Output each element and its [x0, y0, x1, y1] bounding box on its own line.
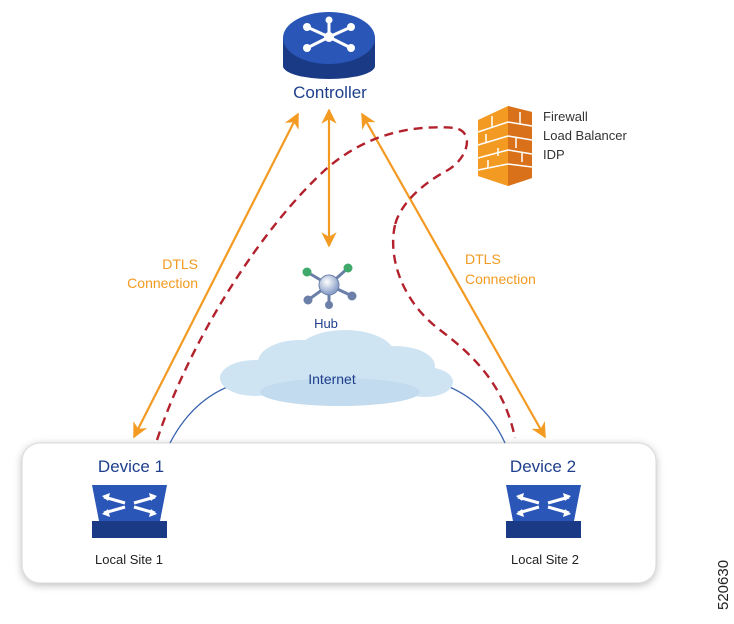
idp-label: IDP [543, 147, 565, 162]
load-balancer-label: Load Balancer [543, 128, 628, 143]
hub-label: Hub [314, 316, 338, 331]
controller-label: Controller [293, 83, 367, 102]
dtls-label-right-1: DTLS [465, 251, 501, 267]
dashed-path-device2 [391, 224, 517, 439]
device2-switch-icon [506, 485, 581, 538]
device2-label: Device 2 [510, 457, 576, 476]
local-sites-box [21, 442, 657, 584]
firewall-label: Firewall [543, 109, 588, 124]
device2-site-label: Local Site 2 [511, 552, 579, 567]
dtls-label-left-1: DTLS [162, 256, 198, 272]
dtls-label-left-2: Connection [127, 275, 198, 291]
internet-label: Internet [308, 371, 356, 387]
figure-id: 520630 [715, 560, 732, 610]
internet-cloud [220, 330, 453, 406]
dashed-path-device1 [155, 126, 469, 441]
controller-router-icon [283, 12, 375, 79]
dtls-arrow-right [361, 112, 546, 439]
device1-switch-icon [92, 485, 167, 538]
dtls-arrow-left [133, 112, 299, 439]
firewall-icon [477, 106, 533, 186]
hub-icon [302, 263, 357, 309]
device1-site-label: Local Site 1 [95, 552, 163, 567]
device1-label: Device 1 [98, 457, 164, 476]
dtls-label-right-2: Connection [465, 271, 536, 287]
